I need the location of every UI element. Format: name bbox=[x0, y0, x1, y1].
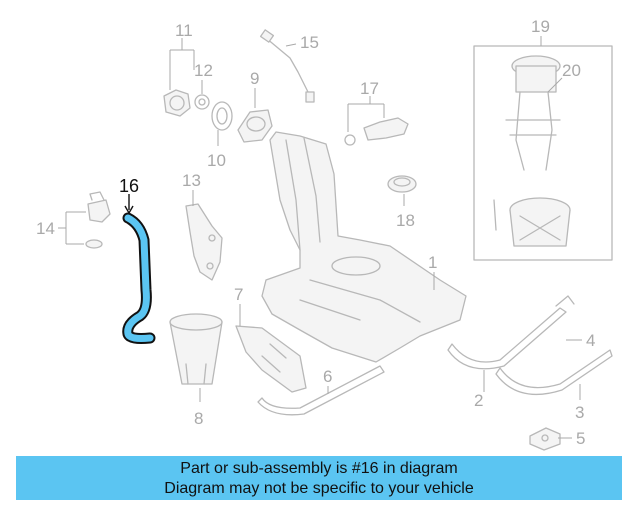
callout-15: 15 bbox=[300, 33, 319, 52]
callout-18: 18 bbox=[396, 211, 415, 230]
callout-10: 10 bbox=[207, 151, 226, 170]
callout-13: 13 bbox=[182, 171, 201, 190]
callout-17: 17 bbox=[360, 79, 379, 98]
part-15-sensor bbox=[259, 29, 315, 103]
callout-6: 6 bbox=[323, 367, 332, 386]
part-2-strap bbox=[447, 307, 567, 370]
part-20-pump bbox=[493, 55, 571, 247]
callout-9: 9 bbox=[250, 69, 259, 88]
part-12-clip bbox=[194, 94, 210, 110]
part-11-bushing bbox=[163, 89, 191, 117]
part-17-valve bbox=[344, 117, 409, 146]
part-16-hose bbox=[122, 212, 156, 344]
part-10-ring bbox=[211, 101, 233, 131]
callout-4: 4 bbox=[586, 331, 595, 350]
part-3-strap bbox=[495, 349, 613, 396]
part-5-clip bbox=[529, 427, 561, 451]
leader-11 bbox=[169, 38, 195, 90]
part-4-strap-end bbox=[555, 295, 575, 307]
callout-16: 16 bbox=[119, 176, 139, 196]
part-8-canister bbox=[169, 313, 223, 385]
caption-banner: Part or sub-assembly is #16 in diagram D… bbox=[16, 456, 622, 500]
part-14-fitting bbox=[85, 191, 111, 249]
parts-diagram: 11 12 10 9 15 17 18 bbox=[36, 17, 613, 451]
part-18-seal bbox=[387, 175, 417, 193]
callout-19: 19 bbox=[531, 17, 550, 36]
caption-line-1: Part or sub-assembly is #16 in diagram bbox=[180, 460, 458, 477]
part-9-flange bbox=[237, 109, 273, 143]
leader-16-arrow bbox=[124, 194, 134, 215]
callout-7: 7 bbox=[234, 285, 243, 304]
part-7-cover bbox=[235, 325, 307, 393]
callout-12: 12 bbox=[194, 61, 213, 80]
callout-20: 20 bbox=[562, 61, 581, 80]
callout-5: 5 bbox=[576, 429, 585, 448]
part-1-fuel-tank bbox=[261, 131, 467, 363]
leader-15 bbox=[285, 43, 297, 47]
leader-14 bbox=[58, 211, 86, 245]
callout-14: 14 bbox=[36, 219, 55, 238]
callout-8: 8 bbox=[194, 409, 203, 428]
part-6-strap bbox=[257, 365, 385, 416]
callout-1: 1 bbox=[428, 253, 437, 272]
leader-20 bbox=[547, 77, 563, 93]
leader-17 bbox=[347, 96, 385, 132]
callout-2: 2 bbox=[474, 391, 483, 410]
part-19-box bbox=[473, 45, 613, 261]
part-13-shield bbox=[185, 203, 223, 281]
callout-11: 11 bbox=[175, 21, 193, 40]
caption-line-2: Diagram may not be specific to your vehi… bbox=[164, 480, 474, 497]
callout-3: 3 bbox=[575, 403, 584, 422]
